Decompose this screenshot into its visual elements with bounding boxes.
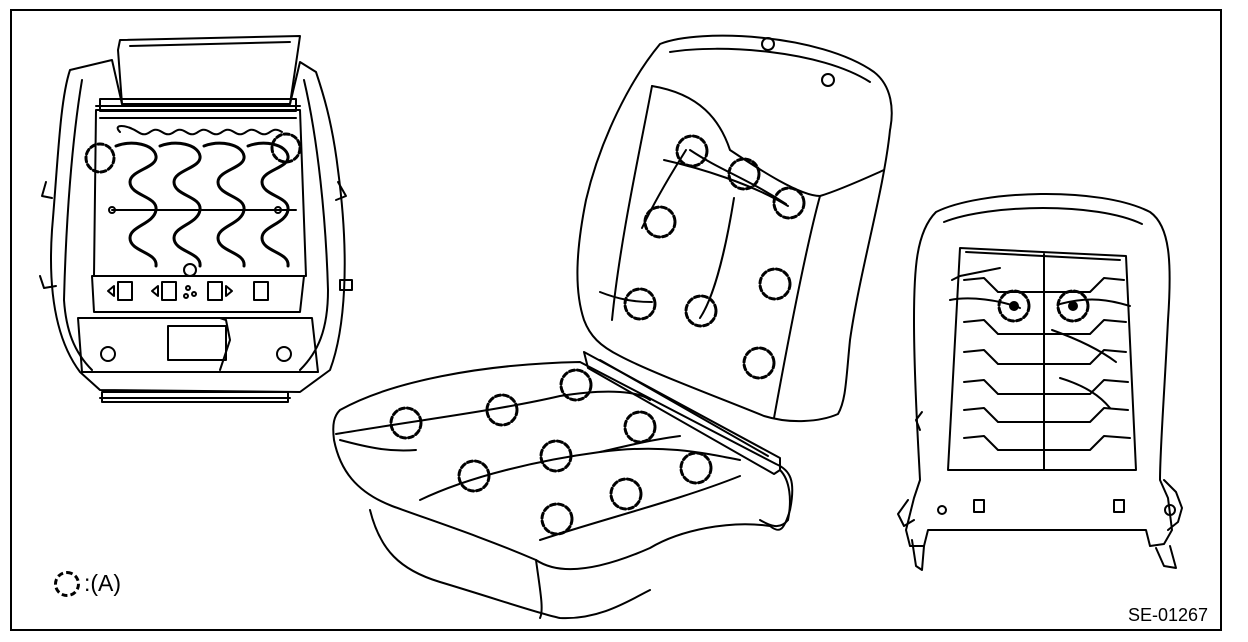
marker-a: [270, 132, 302, 164]
marker-a: [540, 502, 574, 536]
legend-label: :(A): [84, 570, 122, 596]
marker-a: [485, 393, 519, 427]
marker-a: [643, 205, 677, 239]
marker-a: [389, 406, 423, 440]
marker-a: [539, 439, 573, 473]
marker-points-a: [84, 132, 1090, 536]
marker-a: [623, 410, 657, 444]
marker-a: [684, 294, 718, 328]
marker-a: [727, 157, 761, 191]
marker-a: [559, 368, 593, 402]
marker-a: [1056, 289, 1090, 323]
marker-a: [609, 477, 643, 511]
marker-a: [742, 346, 776, 380]
dashed-circle-icon: [54, 570, 80, 597]
marker-a: [758, 267, 792, 301]
marker-a: [772, 186, 806, 220]
legend: :(A): [54, 570, 121, 597]
marker-a: [679, 451, 713, 485]
marker-a: [997, 289, 1031, 323]
seat-back-frame: [897, 193, 1183, 571]
seat-back-cover: [576, 34, 893, 423]
marker-a: [675, 134, 709, 168]
seat-cushion-frame: [39, 35, 353, 403]
marker-a: [457, 459, 491, 493]
marker-a: [623, 287, 657, 321]
figure-code: SE-01267: [1127, 605, 1208, 625]
figure-frame: [10, 9, 1222, 631]
marker-a: [84, 142, 116, 174]
